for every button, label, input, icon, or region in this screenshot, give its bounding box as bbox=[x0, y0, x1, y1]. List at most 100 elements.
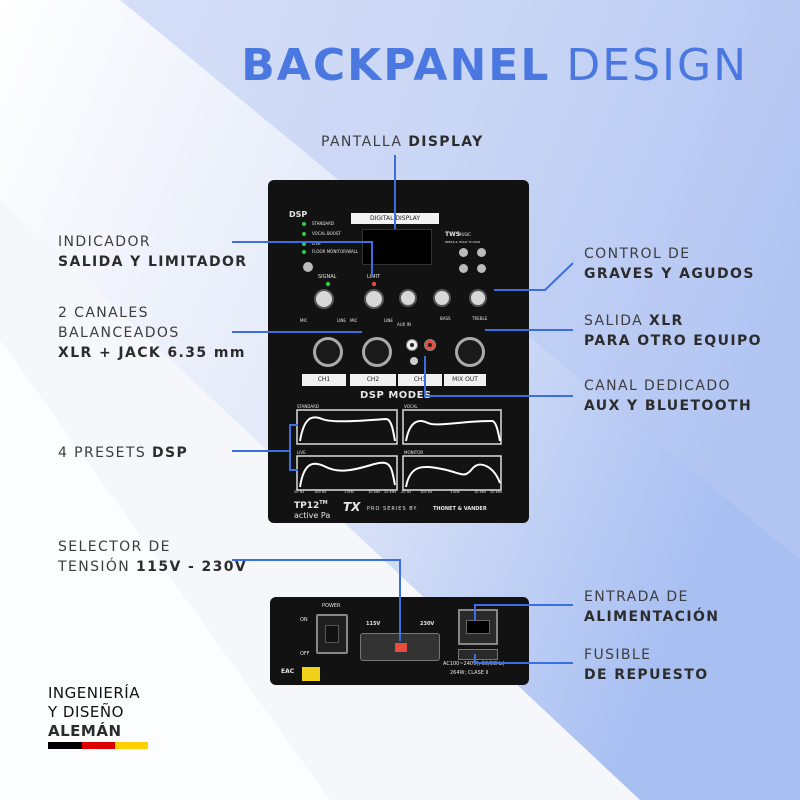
bass-knob[interactable] bbox=[433, 289, 451, 307]
ch2-xlr-jack-combo[interactable] bbox=[362, 337, 392, 367]
eac-mark: EAC bbox=[281, 668, 295, 675]
flag-black bbox=[48, 742, 82, 749]
voltage-selector[interactable] bbox=[360, 633, 440, 661]
next-button[interactable] bbox=[477, 264, 486, 273]
iec-power-inlet[interactable] bbox=[458, 609, 498, 645]
power-switch[interactable] bbox=[316, 614, 348, 654]
label-voltage-light: TENSIÓN bbox=[58, 559, 137, 575]
dsp-mode-standard: STANDARD bbox=[312, 221, 335, 226]
dsp-mode-vocal: VOCAL BOOST bbox=[312, 231, 341, 236]
freq-l-20: 20 Hz bbox=[294, 490, 305, 494]
graph-title-vocal: VOCAL bbox=[404, 404, 418, 409]
dsp-modes-title: DSP MODES bbox=[360, 390, 432, 401]
model-tm: TM bbox=[319, 500, 328, 506]
label-aux: CANAL DEDICADO AUX Y BLUETOOTH bbox=[584, 376, 752, 416]
dsp-title: DSP bbox=[289, 210, 308, 219]
signal-limit-leds bbox=[325, 281, 377, 287]
dsp-leds bbox=[302, 222, 306, 254]
graph-live bbox=[296, 455, 398, 491]
freq-l-1k: 1 kHz bbox=[344, 490, 354, 494]
title-light: DESIGN bbox=[566, 40, 748, 91]
music-label: MUSIC bbox=[458, 232, 471, 237]
ch3-gain-knob[interactable] bbox=[399, 289, 417, 307]
label-display-light: PANTALLA bbox=[321, 134, 409, 150]
ch1-gain-knob[interactable] bbox=[314, 289, 334, 309]
label-engineering-line1: INGENIERÍA bbox=[48, 684, 140, 702]
label-channels-bold: XLR + JACK 6.35 mm bbox=[58, 345, 246, 361]
voltage-selector-slider[interactable] bbox=[395, 643, 407, 652]
label-display: PANTALLA DISPLAY bbox=[321, 132, 484, 152]
power-label: POWER bbox=[322, 603, 341, 609]
dsp-button[interactable] bbox=[303, 262, 313, 272]
ch2-gain-knob[interactable] bbox=[364, 289, 384, 309]
dsp-mode-floor: FLOOR MONITOR/WALL bbox=[312, 249, 359, 254]
tws-label: TWS bbox=[445, 231, 461, 238]
freq-r-20: 20 Hz bbox=[401, 490, 412, 494]
graph-vocal bbox=[402, 409, 502, 445]
label-power-in: ENTRADA DE ALIMENTACIÓN bbox=[584, 587, 719, 627]
display-label: DIGITAL DISPLAY bbox=[351, 213, 439, 224]
tws-pair-button[interactable] bbox=[459, 248, 468, 257]
label-voltage-bold: 115V - 230V bbox=[136, 559, 248, 575]
aux-in-label: AUX IN bbox=[397, 322, 411, 327]
power-off-label: OFF bbox=[300, 651, 310, 657]
previous-button[interactable] bbox=[459, 264, 468, 273]
freq-r-100: 100 Hz bbox=[420, 490, 433, 494]
label-xlr-out-light: SALIDA bbox=[584, 313, 650, 329]
ch1-mic-label: MIC bbox=[300, 318, 308, 323]
ch1-xlr-jack-combo[interactable] bbox=[313, 337, 343, 367]
freq-l-100: 100 Hz bbox=[314, 490, 327, 494]
label-power-in-bold: ALIMENTACIÓN bbox=[584, 609, 720, 625]
dsp-mode-live: LIVE bbox=[312, 241, 321, 246]
label-channels-line2: BALANCEADOS bbox=[58, 325, 180, 341]
ch2-line-label: LINE bbox=[384, 318, 393, 323]
label-engineering-bold: ALEMÁN bbox=[48, 722, 122, 740]
label-xlr-out-bold: PARA OTRO EQUIPO bbox=[584, 333, 762, 349]
slot-ch1: CH1 bbox=[302, 374, 346, 386]
digital-display bbox=[362, 229, 432, 265]
graph-title-live: LIVE bbox=[297, 450, 306, 455]
ch2-mic-label: MIC bbox=[350, 318, 358, 323]
label-power-in-line1: ENTRADA DE bbox=[584, 589, 689, 605]
page-title: BACKPANEL DESIGN bbox=[241, 40, 748, 91]
freq-r-20k: 20 kHz bbox=[490, 490, 503, 494]
slot-ch2: CH2 bbox=[350, 374, 396, 386]
cert-sticker bbox=[302, 667, 320, 681]
model-name: TP12TM bbox=[294, 500, 328, 511]
fuse-holder[interactable] bbox=[458, 649, 498, 660]
label-tone-line1: CONTROL DE bbox=[584, 246, 691, 262]
brand-thonet-vander: THONET & VANDER bbox=[433, 506, 487, 512]
label-fuse-line1: FUSIBLE bbox=[584, 647, 652, 663]
press-hold-label: PRESS & HOLD TO PAIR bbox=[445, 240, 481, 244]
signal-label: SIGNAL bbox=[318, 274, 337, 280]
limit-label: LIMIT bbox=[367, 274, 381, 280]
tx-logo-icon: TX bbox=[343, 500, 361, 514]
power-on-label: ON bbox=[300, 617, 308, 623]
ch1-line-label: LINE bbox=[337, 318, 346, 323]
xlr-mix-output[interactable] bbox=[455, 337, 485, 367]
voltage-115-label: 115V bbox=[366, 621, 381, 627]
label-tone: CONTROL DE GRAVES Y AGUDOS bbox=[584, 244, 755, 284]
brand-pro-series: PRO SERIES BY bbox=[367, 506, 418, 512]
flag-red bbox=[82, 742, 115, 749]
graph-title-monitor: MONITOR bbox=[404, 450, 424, 455]
model-subtitle: active Pa bbox=[294, 511, 331, 520]
label-engineering: INGENIERÍA Y DISEÑO ALEMÁN bbox=[48, 684, 140, 741]
label-channels-line1: 2 CANALES bbox=[58, 305, 149, 321]
power-rocker[interactable] bbox=[325, 625, 339, 643]
label-xlr-out: SALIDA XLR PARA OTRO EQUIPO bbox=[584, 311, 762, 351]
freq-r-1k: 1 kHz bbox=[450, 490, 460, 494]
play-pause-button[interactable] bbox=[477, 248, 486, 257]
voltage-230-label: 230V bbox=[420, 621, 435, 627]
treble-label: TREBLE bbox=[472, 316, 488, 321]
power-rating: AC100~240V(; 50/60Hz) bbox=[443, 661, 505, 667]
treble-knob[interactable] bbox=[469, 289, 487, 307]
label-voltage-line1: SELECTOR DE bbox=[58, 539, 171, 555]
label-fuse: FUSIBLE DE REPUESTO bbox=[584, 645, 709, 685]
label-voltage: SELECTOR DE TENSIÓN 115V - 230V bbox=[58, 537, 247, 577]
freq-l-10k: 10 kHz bbox=[368, 490, 381, 494]
label-indicator-line1: INDICADOR bbox=[58, 234, 151, 250]
title-bold: BACKPANEL bbox=[241, 40, 551, 91]
rca-aux-inputs[interactable] bbox=[402, 337, 442, 367]
slot-mix-out: MIX OUT bbox=[444, 374, 486, 386]
